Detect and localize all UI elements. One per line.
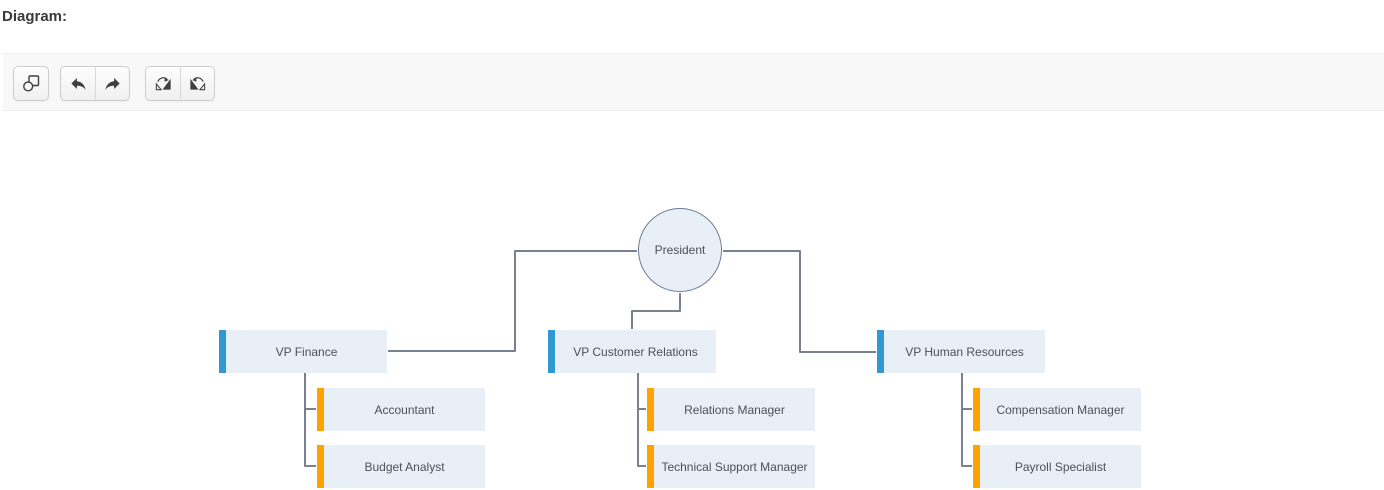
rotate-layout-clockwise-icon: [154, 74, 173, 93]
edge-president-to-vp-finance: [388, 250, 637, 352]
org-node-vp-finance[interactable]: VP Finance: [219, 330, 387, 373]
rotate-layout-counterclockwise-button[interactable]: [180, 67, 214, 100]
shapes-button[interactable]: [14, 67, 48, 100]
org-node-vp-customer-relations[interactable]: VP Customer Relations: [548, 330, 716, 373]
toolbar-group-layout: [145, 66, 215, 101]
org-node-payroll-specialist[interactable]: Payroll Specialist: [973, 445, 1141, 488]
org-node-vp-human-resources[interactable]: VP Human Resources: [877, 330, 1045, 373]
org-node-relations-manager[interactable]: Relations Manager: [647, 388, 815, 431]
diagram-toolbar: [3, 53, 1384, 111]
rotate-layout-counterclockwise-icon: [188, 74, 207, 93]
org-node-compensation-manager[interactable]: Compensation Manager: [973, 388, 1141, 431]
edge-vp-customer-relations-to-relations-manager,technical-support-manager: [637, 373, 646, 467]
org-node-accountant[interactable]: Accountant: [317, 388, 485, 431]
redo-icon: [103, 74, 122, 93]
undo-icon: [69, 74, 88, 93]
page-title: Diagram:: [2, 8, 68, 25]
edge-vp-finance-to-accountant,budget-analyst: [304, 373, 316, 467]
undo-button[interactable]: [61, 67, 95, 100]
toolbar-group-shapes: [13, 66, 49, 101]
edge-president-to-vp-human-resources: [723, 250, 876, 353]
toolbar-group-history: [60, 66, 130, 101]
redo-button[interactable]: [95, 67, 129, 100]
rotate-layout-clockwise-button[interactable]: [146, 67, 180, 100]
org-node-technical-support-manager[interactable]: Technical Support Manager: [647, 445, 815, 488]
org-node-president[interactable]: President: [638, 208, 722, 292]
edge-president-to-vp-customer-relations: [631, 293, 681, 329]
org-node-budget-analyst[interactable]: Budget Analyst: [317, 445, 485, 488]
shapes-icon: [22, 74, 41, 93]
edge-vp-human-resources-to-compensation-manager,payroll-specialist: [961, 373, 972, 467]
